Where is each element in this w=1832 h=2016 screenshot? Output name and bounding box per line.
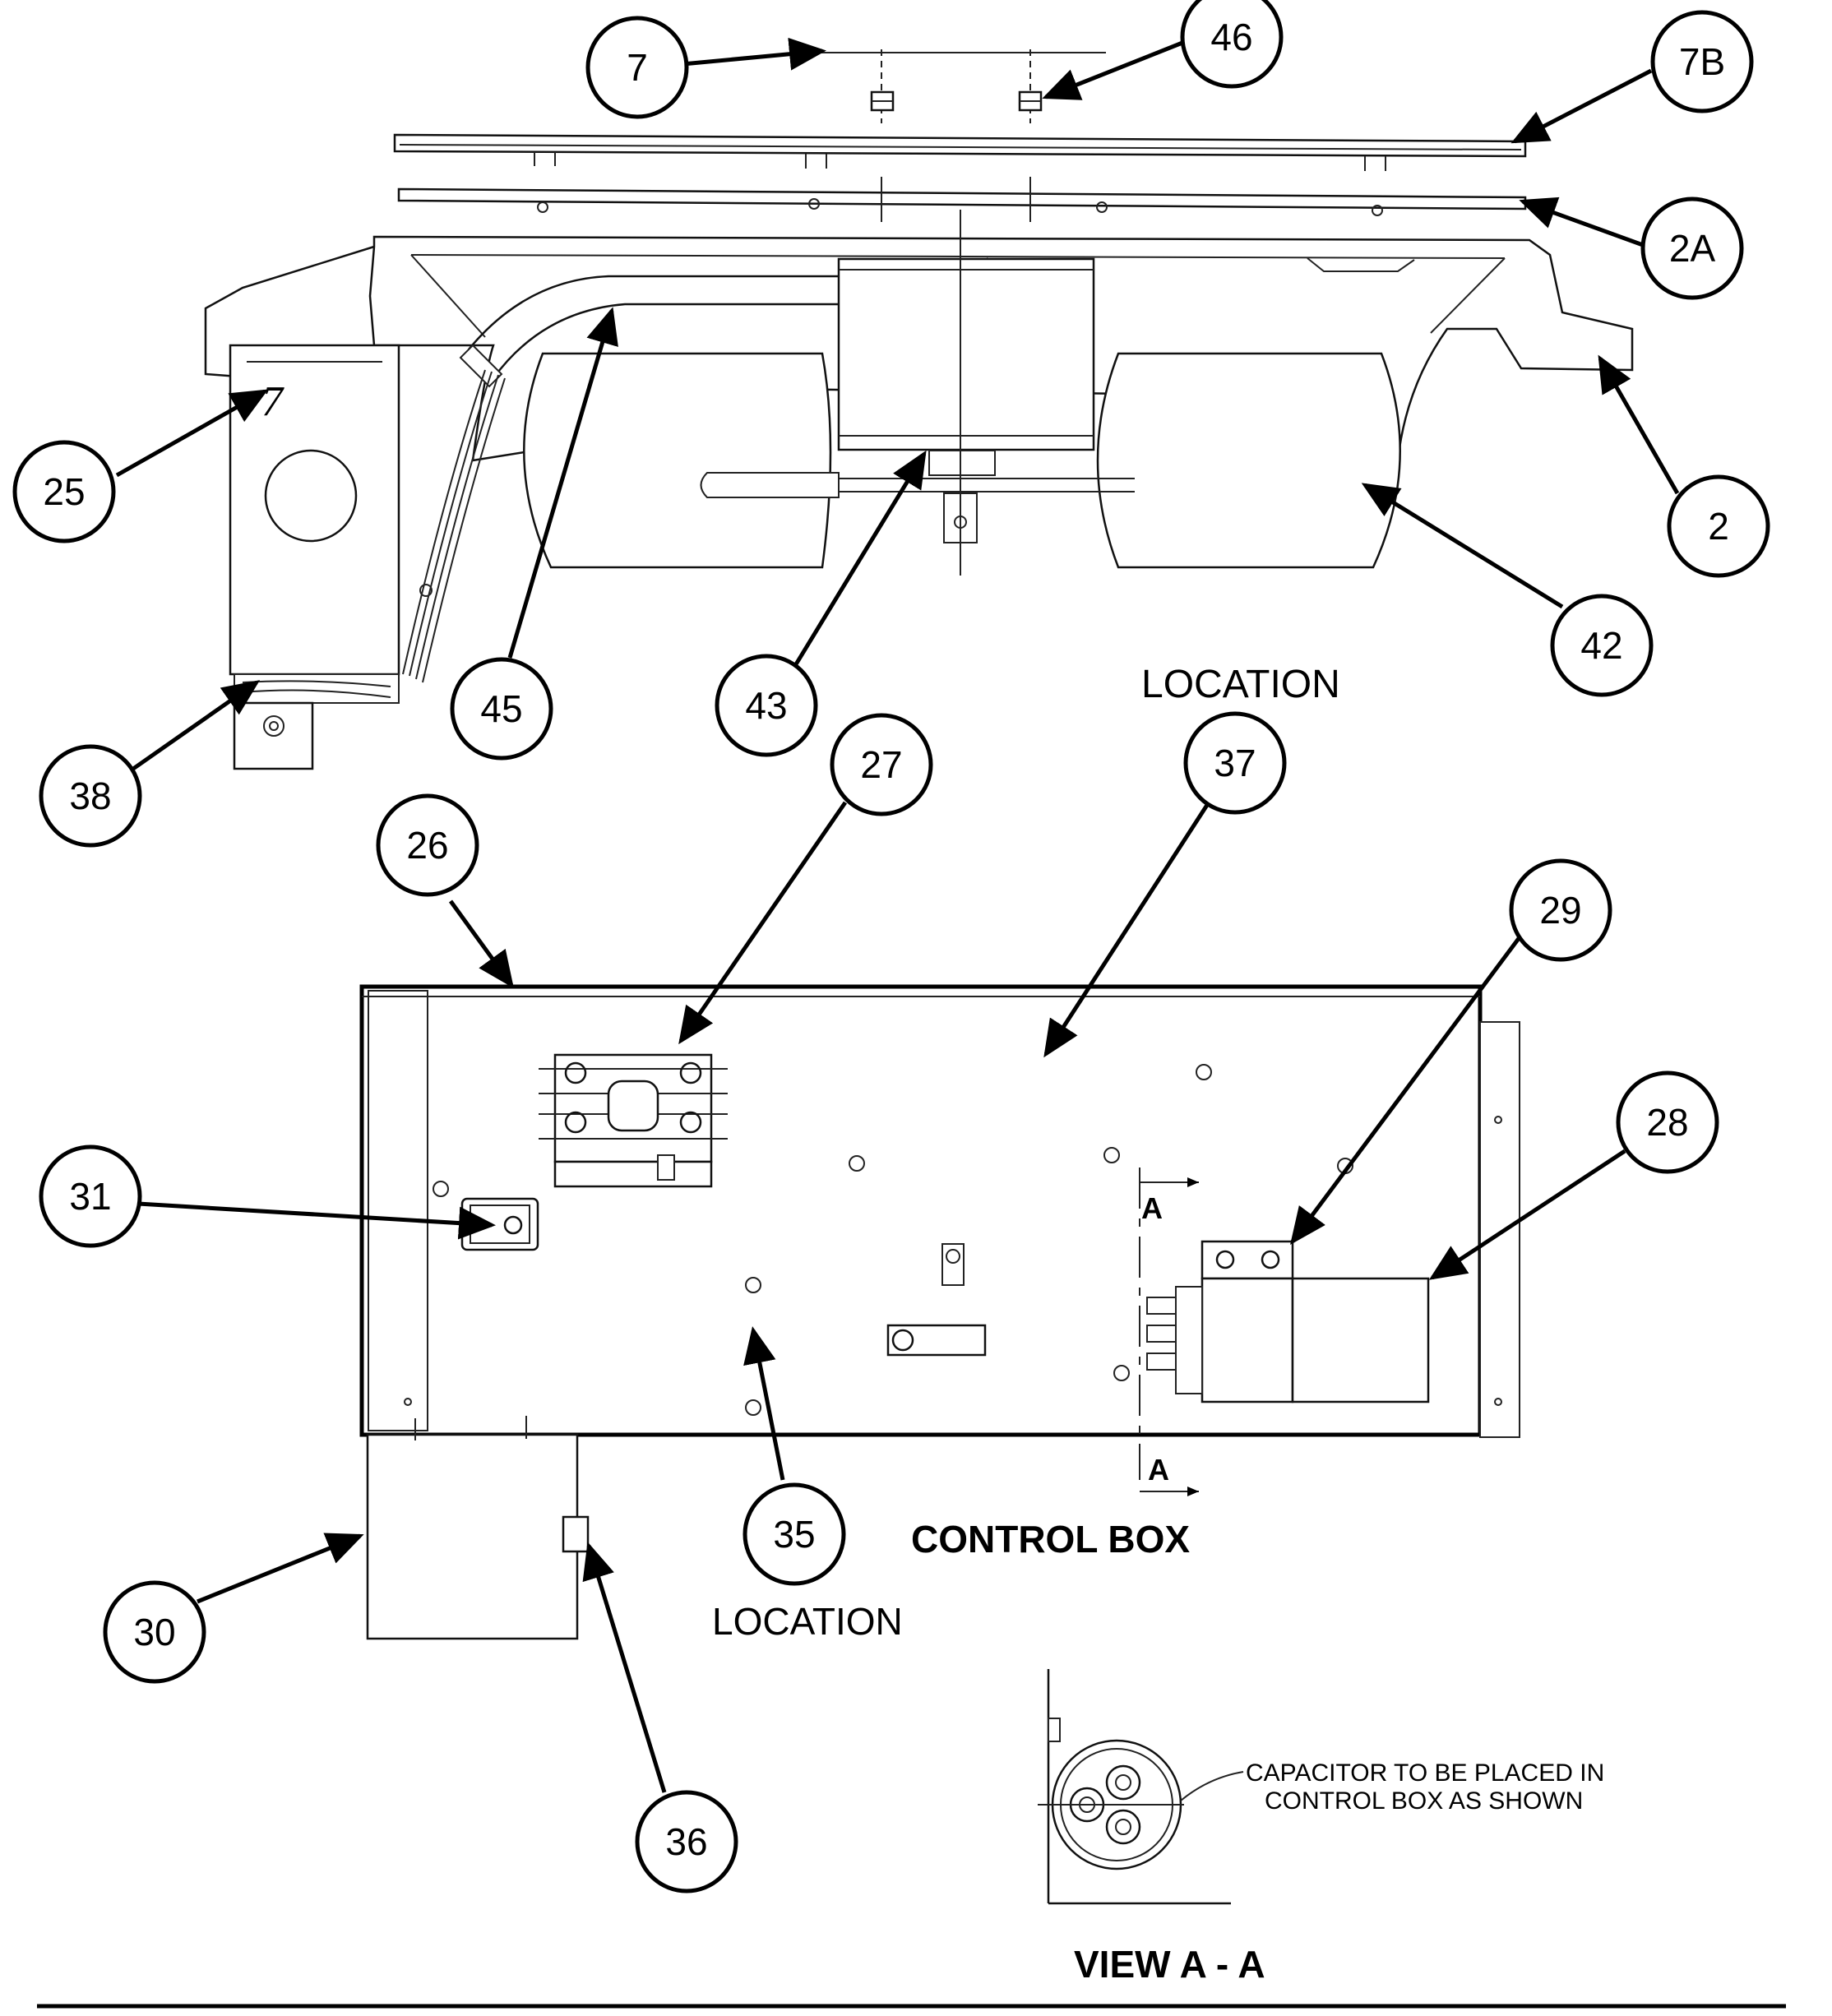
callout-38: 38 [39, 744, 142, 848]
cover-30 [366, 1416, 590, 1640]
junction-box-25: 7 [229, 344, 433, 770]
callout-46: 46 [1180, 0, 1284, 89]
location-label-top: LOCATION [1141, 663, 1340, 706]
callout-29: 29 [1509, 858, 1612, 962]
section-mark-top: A [1141, 1191, 1163, 1225]
svg-text:35: 35 [773, 1513, 815, 1556]
callout-7b: 7B [1650, 10, 1754, 113]
svg-text:2A: 2A [1669, 227, 1716, 270]
svg-text:38: 38 [69, 774, 111, 817]
callout-2a: 2A [1640, 197, 1744, 300]
callout-36: 36 [635, 1790, 738, 1893]
callout-30: 30 [103, 1580, 206, 1684]
control-box-label: CONTROL BOX [911, 1518, 1190, 1561]
callout-43: 43 [715, 654, 818, 757]
leader-arrows [115, 37, 1680, 1793]
section-mark-bottom: A [1148, 1453, 1169, 1487]
contactor-27 [539, 1053, 728, 1188]
view-aa-drawing [1038, 1669, 1244, 1905]
callout-35: 35 [743, 1482, 846, 1586]
svg-text:36: 36 [665, 1820, 707, 1863]
callout-25: 25 [12, 440, 116, 543]
svg-text:37: 37 [1214, 742, 1256, 784]
svg-text:31: 31 [69, 1175, 111, 1218]
blower-wheels-42 [523, 352, 1401, 569]
svg-text:46: 46 [1210, 16, 1252, 58]
section-line-a: A A [1139, 1168, 1199, 1496]
svg-text:7B: 7B [1679, 40, 1725, 83]
svg-text:2: 2 [1708, 505, 1729, 548]
handwritten-mark: 7 [261, 378, 285, 425]
callout-7: 7 [585, 16, 689, 119]
callout-42: 42 [1550, 594, 1654, 697]
location-label-bottom: LOCATION [712, 1600, 903, 1643]
svg-text:27: 27 [860, 743, 902, 786]
callout-2: 2 [1667, 474, 1770, 578]
top-rail-7b [393, 133, 1527, 171]
callout-37: 37 [1183, 711, 1287, 815]
callout-45: 45 [450, 657, 553, 761]
motor-43 [837, 210, 1095, 576]
svg-text:43: 43 [745, 684, 787, 727]
svg-text:7: 7 [627, 46, 648, 89]
top-hardware [814, 49, 1106, 123]
svg-text:29: 29 [1539, 889, 1581, 932]
capacitor-28 [1146, 1240, 1430, 1403]
view-aa-title: VIEW A - A [1074, 1943, 1265, 1986]
callout-27: 27 [830, 713, 933, 816]
panel-holes [433, 1064, 1353, 1416]
svg-text:28: 28 [1646, 1101, 1688, 1144]
svg-text:25: 25 [43, 470, 85, 513]
svg-text:30: 30 [133, 1611, 175, 1653]
capacitor-note-line2: CONTROL BOX AS SHOWN [1265, 1787, 1583, 1815]
svg-text:45: 45 [480, 687, 522, 730]
callout-26: 26 [376, 793, 479, 897]
callout-31: 31 [39, 1144, 142, 1248]
mounting-strip-2a [397, 177, 1527, 222]
svg-text:42: 42 [1580, 624, 1622, 667]
wire-harness-45 [402, 275, 839, 683]
capacitor-note-line1: CAPACITOR TO BE PLACED IN [1246, 1759, 1604, 1787]
svg-text:26: 26 [406, 824, 448, 867]
callout-28: 28 [1616, 1070, 1719, 1174]
